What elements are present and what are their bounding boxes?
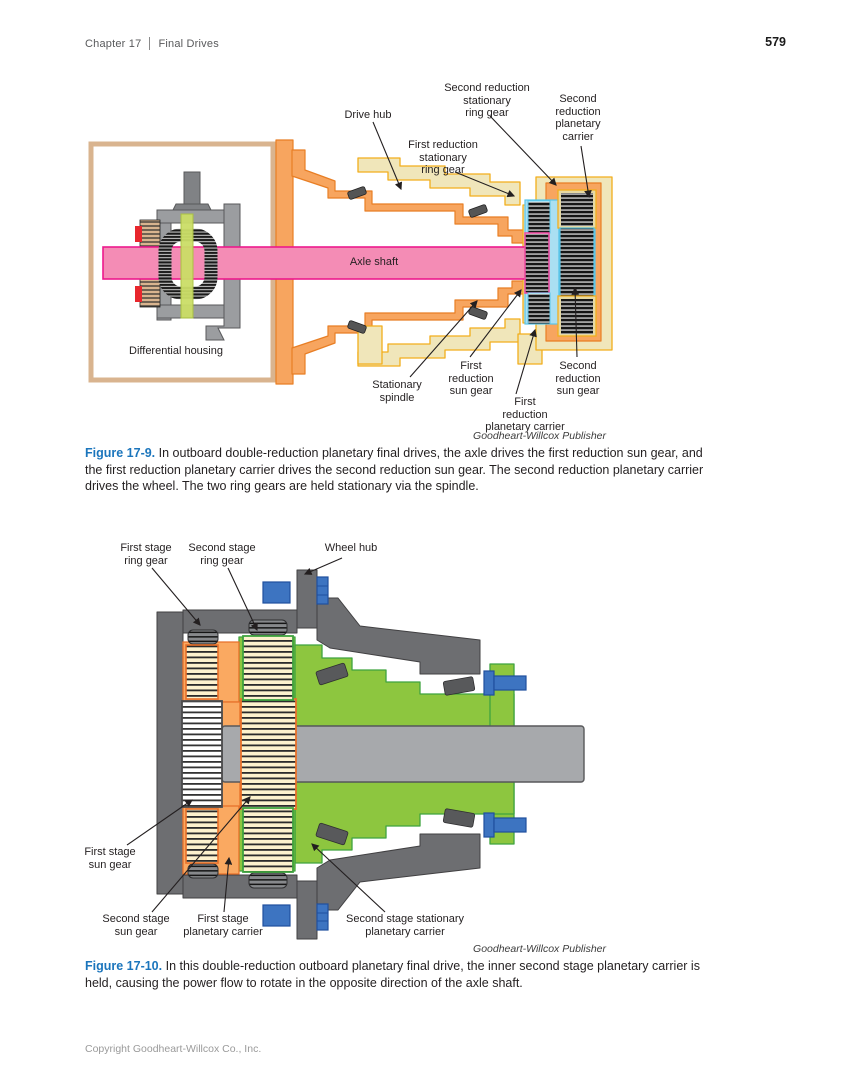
label-first-reduction-planetary-carrier: First reduction planetary carrier [485,396,565,433]
callout-arrows [372,115,592,395]
label-first-reduction-sun-gear: First reduction sun gear [448,360,494,397]
header-divider [149,37,151,50]
cross-pin [180,213,194,319]
label-second-reduction-sun-gear: Second reduction sun gear [555,360,601,397]
figure-17-9-caption-text: In outboard double-reduction planetary f… [85,446,704,493]
label-drive-hub: Drive hub [344,109,392,121]
stud-threads [317,585,328,922]
label-first-reduction-stationary-ring-gear: First reduction stationary ring gear [408,139,478,176]
wheel-studs [262,576,527,931]
label-second-stage-ring-gear: Second stage ring gear [188,542,256,567]
label-first-stage-sun-gear: First stage sun gear [84,846,136,871]
differential-assembly [135,171,241,341]
bearings [347,186,488,334]
label-axle-shaft: Axle shaft [349,256,399,268]
bearings [315,662,476,846]
label-first-stage-planetary-carrier: First stage planetary carrier [183,913,263,938]
label-second-stage-stationary-planetary-carrier: Second stage stationary planetary carrie… [345,913,465,938]
callout-arrows [126,557,386,913]
figure-17-10-diagram [126,557,585,940]
running-head-section: Final Drives [158,38,219,50]
label-stationary-spindle: Stationary spindle [372,379,422,404]
figure-17-9-diagram [88,115,613,395]
running-head: Chapter 17 Final Drives [85,37,219,50]
running-head-chapter: Chapter 17 [85,38,142,50]
figure-17-10-credit: Goodheart-Willcox Publisher [473,943,606,955]
figure-17-9-caption-label: Figure 17-9. [85,446,156,460]
label-wheel-hub: Wheel hub [324,542,378,554]
figure-17-9-credit: Goodheart-Willcox Publisher [473,430,606,442]
copyright-footer: Copyright Goodheart-Willcox Co., Inc. [85,1043,262,1055]
gear-stacks [524,189,597,337]
label-first-stage-ring-gear: First stage ring gear [120,542,172,567]
figure-17-10-caption-text: In this double-reduction outboard planet… [85,959,700,990]
figure-17-10-caption: Figure 17-10. In this double-reduction o… [85,958,705,991]
label-second-reduction-stationary-ring-gear: Second reduction stationary ring gear [444,82,530,119]
label-second-stage-sun-gear: Second stage sun gear [102,913,170,938]
label-differential-housing: Differential housing [129,345,223,357]
figure-17-9-caption: Figure 17-9. In outboard double-reductio… [85,445,705,495]
page-number: 579 [765,35,786,49]
label-second-reduction-planetary-carrier: Second reduction planetary carrier [555,93,601,143]
figure-17-10-caption-label: Figure 17-10. [85,959,163,973]
